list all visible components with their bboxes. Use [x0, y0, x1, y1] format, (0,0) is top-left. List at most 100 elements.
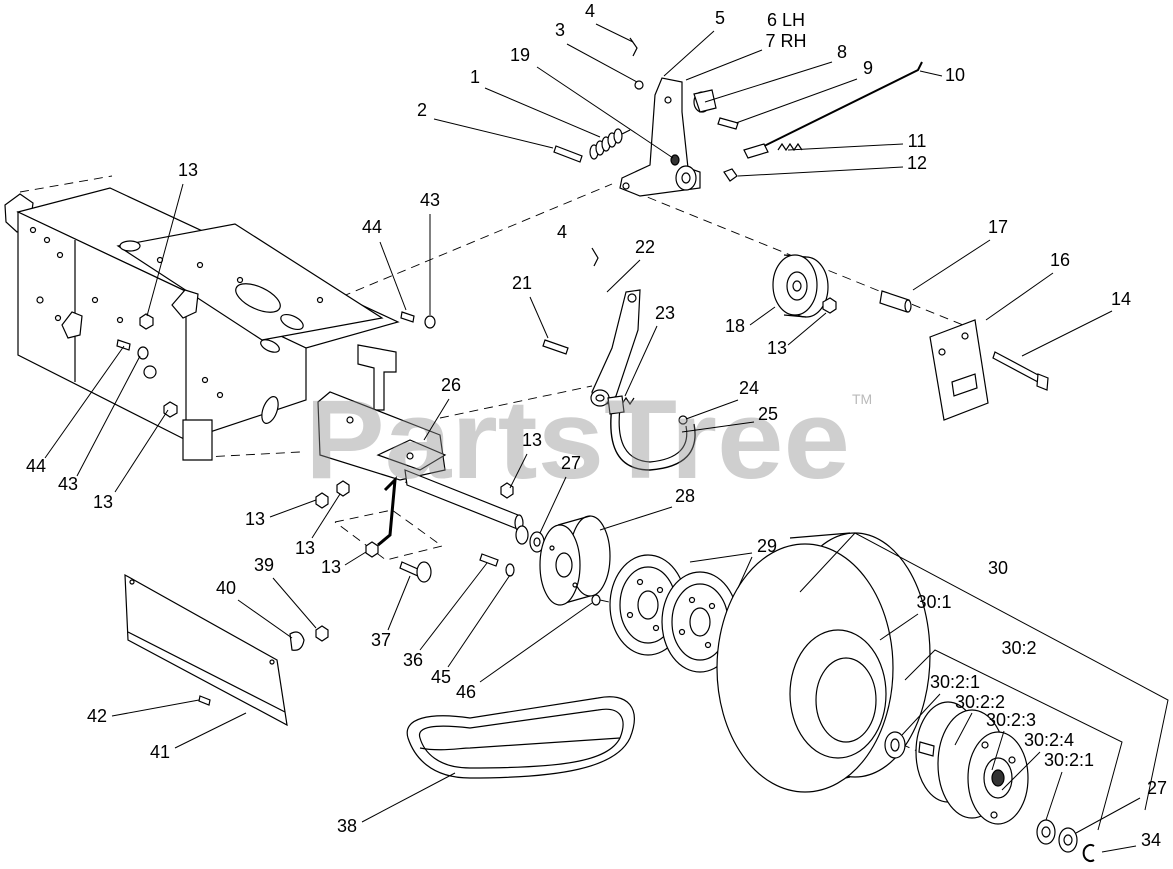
- leader-line: [146, 183, 184, 317]
- pivot-bracket-assembly: [315, 391, 524, 558]
- callout-label: 14: [1111, 289, 1131, 309]
- callout-7: 8: [704, 42, 847, 103]
- callout-label: 30:2:1: [1044, 750, 1094, 770]
- leader-line: [361, 772, 456, 823]
- callout-47: 30:2: [1001, 638, 1036, 658]
- leader-line: [479, 602, 593, 683]
- callout-label: 13: [178, 160, 198, 180]
- callout-34: 13: [93, 409, 169, 512]
- callout-17: 17: [912, 217, 1008, 291]
- adjuster-bolt: [399, 561, 432, 583]
- callout-49: 30:2:2: [954, 692, 1005, 746]
- callout-label: 37: [371, 630, 391, 650]
- callout-26: 26: [423, 375, 461, 441]
- callout-label: 13: [321, 557, 341, 577]
- callout-label: 1: [470, 67, 480, 87]
- callout-45: 45: [431, 574, 511, 687]
- callout-label: 27: [561, 453, 581, 473]
- callout-label: 3: [555, 20, 565, 40]
- callout-2: 5: [663, 8, 725, 77]
- callout-label: 13: [295, 538, 315, 558]
- leader-line: [606, 259, 641, 293]
- callout-label: 23: [655, 303, 675, 323]
- leader-line: [566, 43, 638, 83]
- callout-label: 30:2: [1001, 638, 1036, 658]
- callout-label: 39: [254, 555, 274, 575]
- callout-label: 45: [431, 667, 451, 687]
- watermark-text: PartsTree: [305, 377, 850, 502]
- callout-label: 13: [245, 509, 265, 529]
- watermark-tm: TM: [852, 391, 872, 407]
- callout-label: 30: [988, 558, 1008, 578]
- leader-line: [704, 61, 833, 103]
- drive-pulley: [539, 515, 611, 606]
- callout-label: 12: [907, 153, 927, 173]
- callout-28: 25: [681, 404, 778, 433]
- callout-9: 10: [919, 65, 965, 85]
- idler-pulley: [772, 254, 837, 318]
- leader-line: [991, 730, 1005, 771]
- drive-wheel-tire: [716, 532, 931, 793]
- callout-33: 43: [58, 355, 141, 494]
- callout-40: 39: [254, 555, 317, 629]
- leader-line: [737, 166, 904, 177]
- callout-12: 11: [787, 131, 926, 151]
- leader-line: [539, 476, 567, 534]
- callout-label: 16: [1050, 250, 1070, 270]
- leader-line: [269, 499, 317, 518]
- callout-label: 22: [635, 237, 655, 257]
- callout-42: 30:1: [879, 592, 952, 641]
- leader-line: [484, 87, 601, 138]
- callout-31: 28: [599, 486, 695, 531]
- leader-line: [735, 78, 858, 124]
- leader-line: [1075, 797, 1141, 834]
- callout-52: 30:2:1: [1044, 750, 1094, 821]
- callout-label: 13: [93, 492, 113, 512]
- callout-41: 40: [216, 578, 293, 639]
- leader-line: [1021, 310, 1113, 357]
- washers-27: [515, 525, 545, 553]
- leader-line: [663, 30, 715, 77]
- callout-8: 9: [735, 58, 873, 124]
- callout-label: 43: [420, 190, 440, 210]
- callout-label: 30:1: [916, 592, 951, 612]
- leader-line: [114, 409, 169, 493]
- idler-arm: [542, 247, 641, 407]
- leader-line: [1001, 751, 1041, 791]
- callout-1: 4: [585, 1, 634, 43]
- leader-line: [681, 421, 755, 433]
- callout-label: 42: [87, 706, 107, 726]
- leader-line: [1045, 771, 1063, 821]
- callout-label: 34: [1141, 830, 1161, 850]
- callout-21: 21: [512, 273, 549, 339]
- callout-label: 19: [510, 45, 530, 65]
- leader-line: [787, 312, 827, 346]
- callout-label: 9: [863, 58, 873, 78]
- callout-19: 22: [606, 237, 655, 293]
- control-rod: [723, 61, 923, 182]
- callout-57: 34: [1101, 830, 1161, 853]
- callout-56: 38: [337, 772, 456, 836]
- leader-line: [272, 577, 317, 629]
- leader-line: [423, 398, 450, 441]
- leader-line: [985, 272, 1054, 321]
- callout-label: 13: [767, 338, 787, 358]
- callout-32: 44: [26, 345, 125, 476]
- leader-line: [685, 49, 763, 81]
- leader-line: [76, 355, 141, 477]
- callout-label: 18: [725, 316, 745, 336]
- leader-line: [447, 574, 511, 668]
- spacer: [879, 290, 912, 313]
- callout-13: 12: [737, 153, 927, 177]
- mounting-plate: [929, 319, 989, 421]
- callout-44: 36: [403, 562, 488, 670]
- callout-label: 36: [403, 650, 423, 670]
- leader-line: [689, 552, 753, 563]
- callout-6: 19: [510, 45, 674, 159]
- guard-plate: [124, 573, 329, 727]
- callout-label: 41: [150, 742, 170, 762]
- callout-48: 30:2:1: [901, 672, 980, 736]
- callout-54: 41: [150, 712, 247, 762]
